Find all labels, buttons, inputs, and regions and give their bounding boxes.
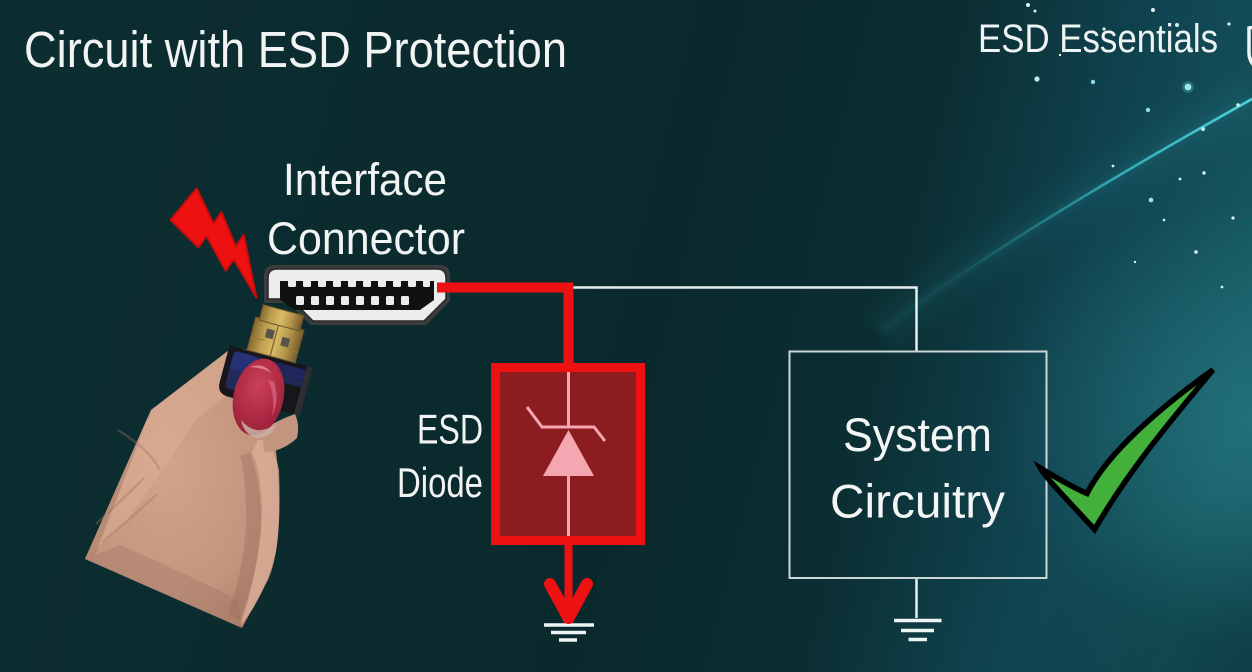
svg-text:Connector: Connector — [267, 213, 465, 264]
svg-text:Circuitry: Circuitry — [830, 475, 1006, 528]
svg-text:Diode: Diode — [397, 459, 483, 506]
svg-text:Interface: Interface — [283, 154, 447, 205]
svg-text:Circuit with ESD Protection: Circuit with ESD Protection — [24, 21, 567, 78]
svg-text:System: System — [843, 408, 992, 461]
svg-text:ESD Essentials: ESD Essentials — [978, 17, 1218, 61]
svg-text:ESD: ESD — [417, 406, 483, 453]
